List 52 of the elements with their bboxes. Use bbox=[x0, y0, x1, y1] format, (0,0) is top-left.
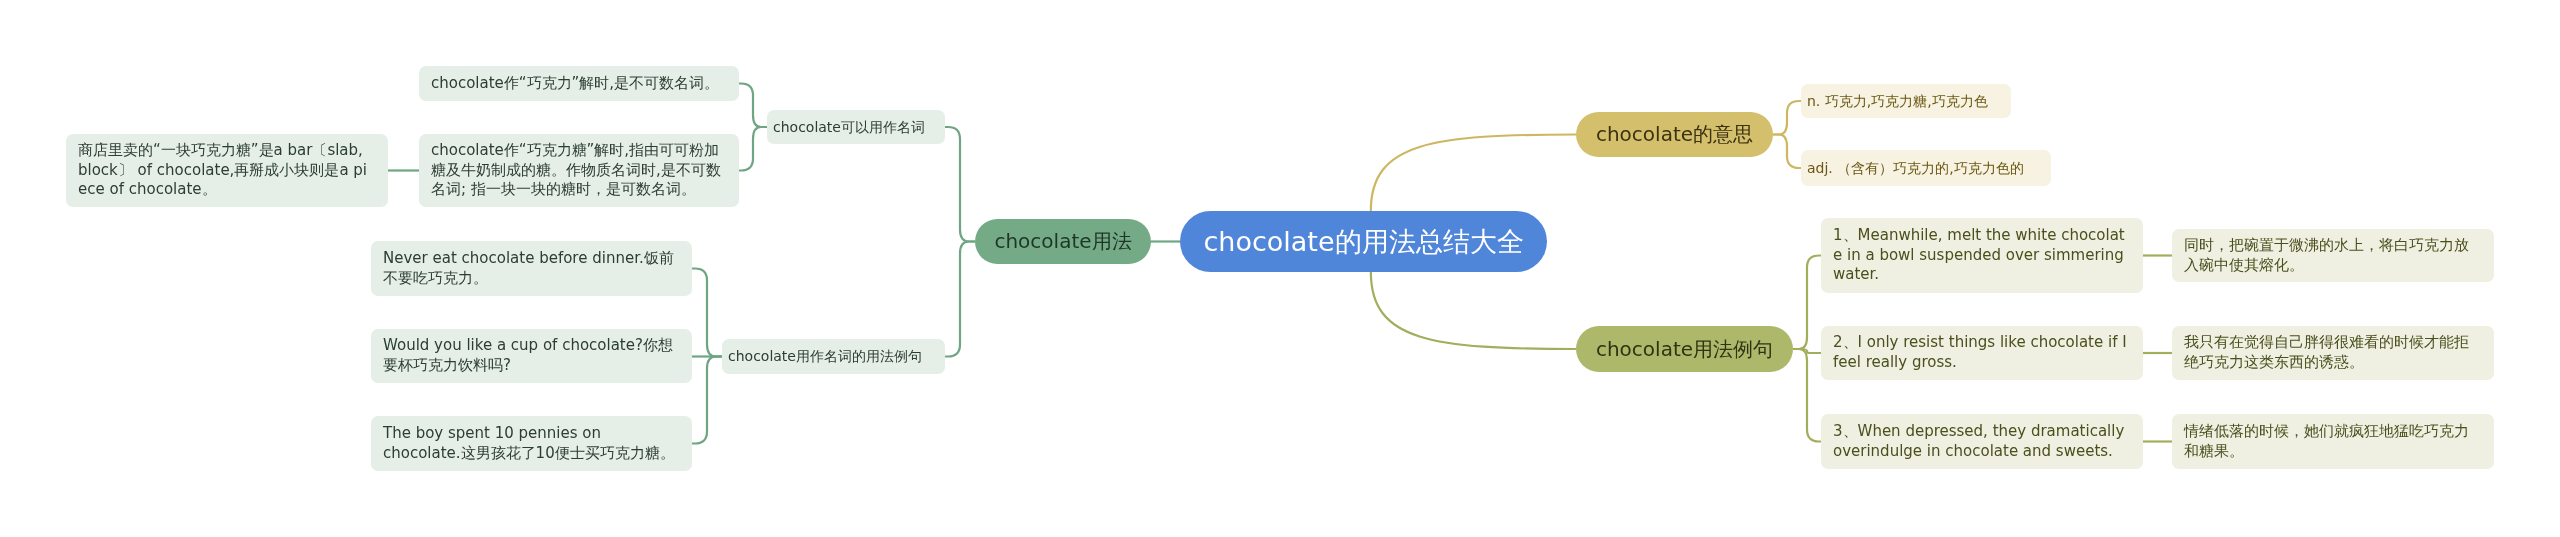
topic-text: 我只有在觉得自己胖得很难看的时候才能拒绝巧克力这类东西的诱惑。 bbox=[2184, 333, 2470, 373]
topic-text: 2、I only resist things like chocolate if I feel really gross. bbox=[1833, 333, 2128, 373]
topic-box bbox=[2172, 414, 2494, 469]
branch-topic-box bbox=[1576, 326, 1793, 372]
topic-text: 情绪低落的时候，她们就疯狂地猛吃巧克力和糖果。 bbox=[2184, 421, 2470, 462]
connector-line bbox=[388, 169, 419, 172]
connector-line bbox=[2143, 351, 2172, 355]
topic-box bbox=[722, 339, 945, 374]
branch-topic-box bbox=[1576, 112, 1773, 157]
connector-line bbox=[945, 240, 975, 358]
topic-box bbox=[2172, 229, 2494, 282]
topic-box bbox=[419, 66, 739, 101]
topic-text: 商店里卖的“一块巧克力糖”是a bar〔slab, block〕 of chocolate,再掰成小块则是a piece of chocolate。 bbox=[78, 140, 369, 201]
connector-line bbox=[1369, 271, 1576, 351]
topic-box bbox=[66, 134, 388, 207]
branch-topic-box bbox=[975, 219, 1151, 264]
topic-text: Never eat chocolate before dinner.饭前不要吃巧克力。 bbox=[383, 248, 675, 289]
connector-line bbox=[739, 125, 767, 172]
topic-text: chocolate用法 bbox=[993, 228, 1133, 255]
topic-text: 3、When depressed, they dramatically overindulge in chocolate and sweets. bbox=[1833, 421, 2126, 462]
topic-text: 同时，把碗置于微沸的水上，将白巧克力放入碗中使其熔化。 bbox=[2184, 235, 2470, 276]
topic-box bbox=[2172, 326, 2494, 380]
topic-box bbox=[371, 329, 692, 383]
topic-box bbox=[1821, 218, 2143, 293]
topic-text: chocolate用法例句 bbox=[1594, 335, 1775, 363]
connector-line bbox=[1151, 240, 1180, 243]
topic-box bbox=[371, 241, 692, 296]
topic-text: 1、Meanwhile, melt the white chocolate in a bowl suspended over simmering water. bbox=[1833, 225, 2126, 286]
topic-box bbox=[1821, 326, 2143, 380]
topic-text: n. 巧克力,巧克力糖,巧克力色 bbox=[1807, 91, 1989, 111]
topic-text: chocolate的用法总结大全 bbox=[1202, 224, 1525, 259]
topic-text: The boy spent 10 pennies on chocolate.这男孩花了10便士买巧克力糖。 bbox=[383, 423, 676, 464]
topic-box bbox=[419, 134, 739, 207]
topic-box bbox=[1801, 150, 2051, 186]
connector-line bbox=[1793, 347, 1821, 443]
topic-text: chocolate作“巧克力糖”解时,指由可可粉加糖及牛奶制成的糖。作物质名词时,是不可数名词; 指一块一块的糖时，是可数名词。 bbox=[431, 140, 722, 201]
topic-text: chocolate可以用作名词 bbox=[773, 117, 926, 137]
topic-text: Would you like a cup of chocolate?你想要杯巧克力饮料吗? bbox=[383, 336, 674, 376]
topic-text: chocolate作“巧克力”解时,是不可数名词。 bbox=[431, 73, 721, 94]
connector-line bbox=[2143, 440, 2172, 443]
topic-box bbox=[767, 110, 945, 144]
root-topic-box bbox=[1180, 211, 1547, 272]
topic-box bbox=[1821, 414, 2143, 469]
connector-line bbox=[2143, 254, 2172, 257]
topic-text: chocolate用作名词的用法例句 bbox=[728, 347, 923, 366]
topic-box bbox=[371, 416, 692, 471]
connector-line bbox=[692, 355, 722, 445]
connector-line bbox=[1369, 133, 1576, 212]
topic-text: chocolate的意思 bbox=[1594, 121, 1755, 148]
topic-box bbox=[1801, 84, 2011, 118]
connector-line bbox=[1773, 133, 1801, 170]
topic-text: adj. （含有）巧克力的,巧克力色的 bbox=[1807, 158, 2025, 178]
